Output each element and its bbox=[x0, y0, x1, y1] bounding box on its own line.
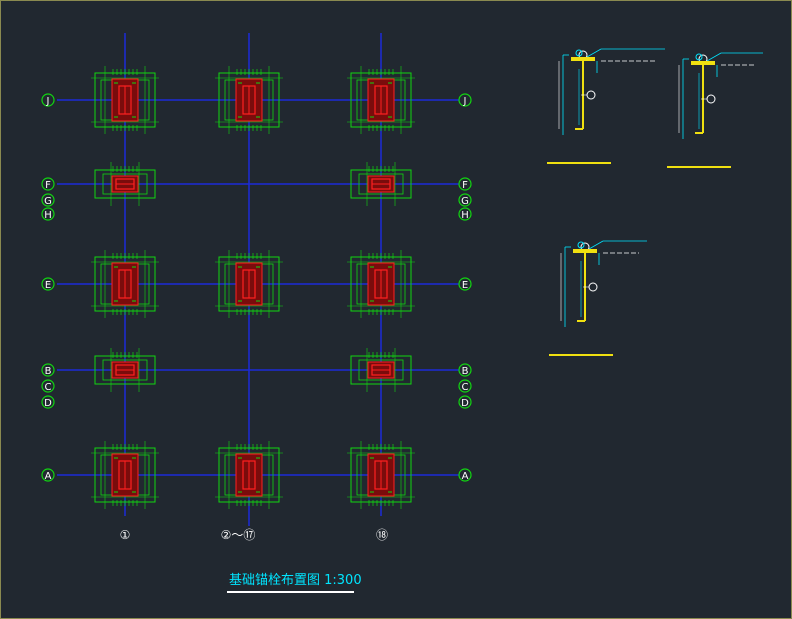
axis-label-col-1: ① bbox=[120, 528, 131, 542]
dimension-frame-inner bbox=[358, 173, 404, 195]
axis-label-c-left: C bbox=[45, 382, 52, 393]
axis-label-c-right: C bbox=[462, 382, 469, 393]
column-base-large bbox=[215, 441, 283, 509]
axis-label-e-right: E bbox=[462, 280, 468, 291]
base-plate-section bbox=[573, 249, 597, 253]
column-base-large bbox=[91, 441, 159, 509]
dimension-frame-inner bbox=[358, 359, 404, 381]
axis-label-col-18: ⑱ bbox=[376, 528, 388, 542]
detail-section-1 bbox=[547, 48, 665, 164]
axis-label-a-left-circle bbox=[41, 468, 55, 482]
axis-label-g-right: G bbox=[461, 196, 469, 207]
leader-line bbox=[586, 48, 602, 58]
axis-label-a-left: A bbox=[45, 471, 52, 482]
axis-label-f-left: F bbox=[45, 180, 51, 191]
axis-label-d-left-circle bbox=[41, 395, 55, 409]
axis-label-g-left-circle bbox=[41, 193, 55, 207]
column-base-large bbox=[91, 250, 159, 318]
axis-label-b-right: B bbox=[462, 366, 469, 377]
axis-label-e-right-circle bbox=[458, 277, 472, 291]
washer-mark bbox=[577, 241, 585, 249]
axis-label-col-2-17: ②～⑰ bbox=[221, 528, 256, 542]
axis-label-h-left: H bbox=[44, 210, 52, 221]
dimension-frame-inner bbox=[102, 359, 148, 381]
weld-mark bbox=[588, 282, 598, 292]
axis-label-j-left-circle bbox=[41, 93, 55, 107]
axis-label-f-right: F bbox=[462, 180, 468, 191]
axis-label-g-left: G bbox=[44, 196, 52, 207]
leader-line bbox=[706, 52, 722, 62]
dimension-frame-inner bbox=[102, 173, 148, 195]
column-base-large bbox=[215, 250, 283, 318]
column-base-small bbox=[94, 348, 156, 392]
axis-label-c-left-circle bbox=[41, 379, 55, 393]
column-base-large bbox=[347, 66, 415, 134]
leader-line bbox=[588, 240, 604, 250]
column-base-large bbox=[347, 441, 415, 509]
axis-label-b-left-circle bbox=[41, 363, 55, 377]
axis-label-c-right-circle bbox=[458, 379, 472, 393]
column-foundations bbox=[91, 66, 415, 509]
washer-mark bbox=[695, 53, 703, 61]
axis-label-d-left: D bbox=[44, 398, 52, 409]
column-base-small bbox=[94, 162, 156, 206]
drawing-title: 基础锚栓布置图 1:300 bbox=[229, 573, 362, 588]
axis-label-f-right-circle bbox=[458, 177, 472, 191]
axis-label-b-left: B bbox=[45, 366, 52, 377]
axis-label-h-right-circle bbox=[458, 207, 472, 221]
weld-mark bbox=[586, 90, 596, 100]
column-base-large bbox=[91, 66, 159, 134]
axis-label-d-right: D bbox=[461, 398, 469, 409]
detail-section-2 bbox=[667, 52, 763, 168]
axis-label-e-left: E bbox=[45, 280, 51, 291]
axis-label-j-right: J bbox=[463, 96, 467, 107]
washer-mark bbox=[575, 49, 583, 57]
axis-label-b-right-circle bbox=[458, 363, 472, 377]
axis-label-j-right-circle bbox=[458, 93, 472, 107]
column-base-large bbox=[215, 66, 283, 134]
axis-label-a-right: A bbox=[462, 471, 469, 482]
axis-label-h-left-circle bbox=[41, 207, 55, 221]
detail-section-3 bbox=[549, 240, 647, 356]
axis-label-d-right-circle bbox=[458, 395, 472, 409]
column-base-large bbox=[347, 250, 415, 318]
anchor-detail-sections bbox=[547, 48, 763, 356]
axis-label-j-left: J bbox=[46, 96, 50, 107]
base-plate-section bbox=[691, 61, 715, 65]
weld-mark bbox=[706, 94, 716, 104]
axis-label-g-right-circle bbox=[458, 193, 472, 207]
axis-label-a-right-circle bbox=[458, 468, 472, 482]
axis-label-f-left-circle bbox=[41, 177, 55, 191]
axis-label-h-right: H bbox=[461, 210, 469, 221]
column-base-small bbox=[350, 348, 412, 392]
base-plate-section bbox=[571, 57, 595, 61]
column-base-small bbox=[350, 162, 412, 206]
axis-label-e-left-circle bbox=[41, 277, 55, 291]
